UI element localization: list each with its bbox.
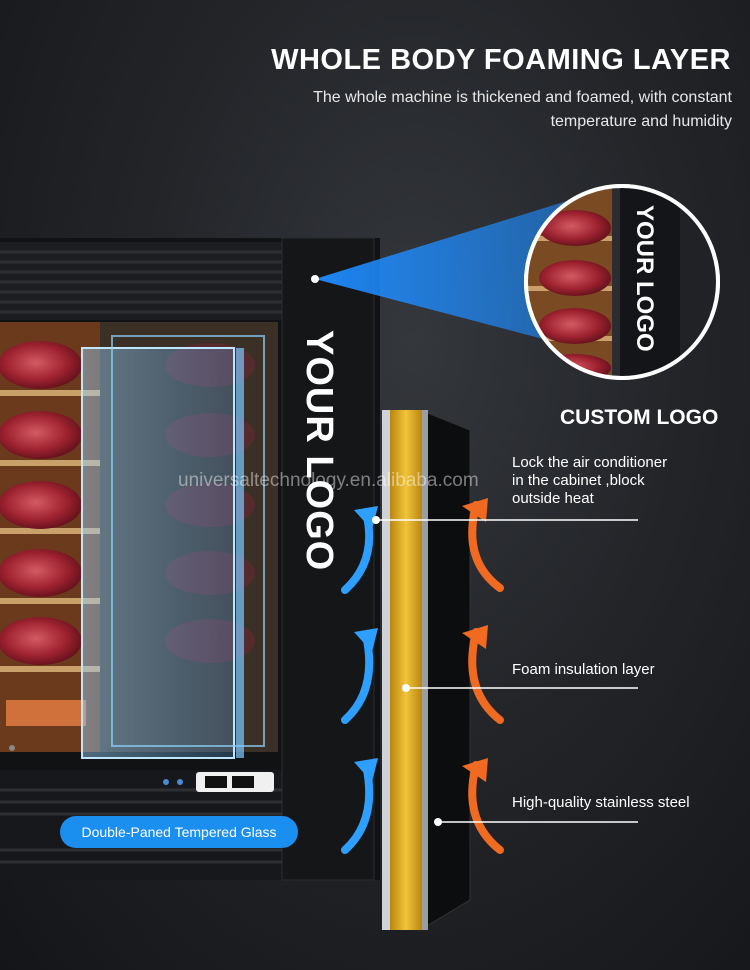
subtitle-line-1: The whole machine is thickened and foame… xyxy=(313,89,732,106)
wall-cross-section xyxy=(382,409,471,931)
magnify-beam xyxy=(315,200,585,350)
callout-air-line-3: outside heat xyxy=(512,490,594,507)
watermark: universaltechnology.en.alibaba.com xyxy=(178,470,479,491)
logo-in-zoom: YOUR LOGO xyxy=(631,205,658,352)
glass-badge: Double-Paned Tempered Glass xyxy=(60,816,298,848)
page-title: WHOLE BODY FOAMING LAYER xyxy=(271,44,731,76)
callout-air-line-2: in the cabinet ,block xyxy=(512,472,645,489)
callout-lines xyxy=(376,519,638,823)
callout-steel: High-quality stainless steel xyxy=(512,794,690,811)
subtitle-line-2: temperature and humidity xyxy=(550,113,732,130)
temperature-controller xyxy=(9,745,274,792)
callout-foam: Foam insulation layer xyxy=(512,661,655,678)
custom-logo-label: CUSTOM LOGO xyxy=(560,406,719,429)
callout-air-conditioner: Lock the air conditioner in the cabinet … xyxy=(512,454,722,508)
glass-door xyxy=(81,335,265,759)
logo-on-cabinet: YOUR LOGO xyxy=(298,330,340,572)
callout-air-line-1: Lock the air conditioner xyxy=(512,454,668,471)
heat-arrows xyxy=(468,501,504,854)
